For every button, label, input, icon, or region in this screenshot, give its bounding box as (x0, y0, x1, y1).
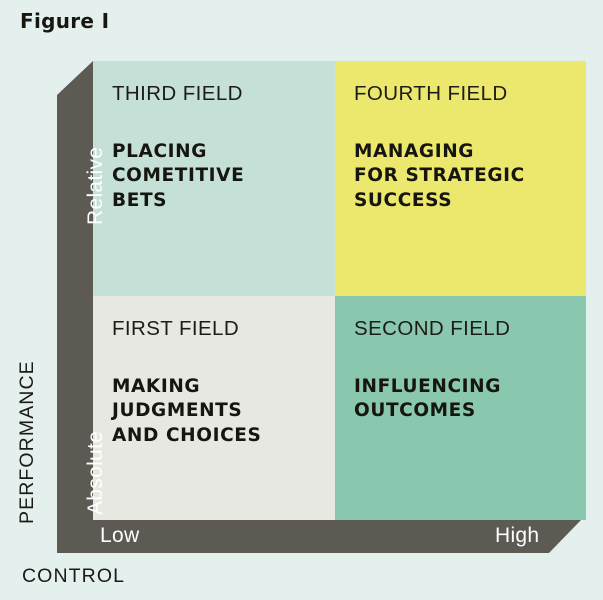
quadrant-third-field-body: PLACING COMETITIVE BETS (112, 140, 335, 214)
quadrant-fourth-field-line-1: MANAGING (354, 140, 475, 162)
quadrant-second-field-line-1: INFLUENCING (354, 375, 502, 397)
quadrant-third-field-line-2: COMETITIVE (112, 165, 245, 187)
quadrant-fourth-field-line-3: SUCCESS (354, 189, 453, 211)
y-axis-title: PERFORMANCE (16, 360, 38, 524)
figure-title: Figure I (20, 9, 110, 33)
quadrant-first-field-line-2: JUDGMENTS (112, 400, 243, 422)
quadrant-second-field-body: INFLUENCING OUTCOMES (354, 375, 586, 424)
quadrant-first-field-label: FIRST FIELD (112, 317, 240, 340)
x-axis-band-low: Low (100, 524, 140, 547)
quadrant-third-field-line-1: PLACING (112, 140, 207, 162)
y-axis-band-absolute: Absolute (84, 430, 107, 515)
quadrant-first-field-body: MAKING JUDGMENTS AND CHOICES (112, 375, 335, 449)
x-axis-title: CONTROL (22, 565, 126, 587)
quadrant-fourth-field-body: MANAGING FOR STRATEGIC SUCCESS (354, 140, 586, 214)
quadrant-matrix: THIRD FIELD PLACING COMETITIVE BETS FOUR… (93, 61, 586, 520)
quadrant-fourth-field[interactable]: FOURTH FIELD MANAGING FOR STRATEGIC SUCC… (335, 61, 586, 296)
quadrant-third-field[interactable]: THIRD FIELD PLACING COMETITIVE BETS (93, 61, 335, 296)
quadrant-second-field-label: SECOND FIELD (354, 317, 511, 340)
quadrant-first-field-line-1: MAKING (112, 375, 201, 397)
quadrant-first-field[interactable]: FIRST FIELD MAKING JUDGMENTS AND CHOICES (93, 296, 335, 520)
y-axis-band-relative: Relative (84, 146, 107, 225)
quadrant-fourth-field-line-2: FOR STRATEGIC (354, 165, 525, 187)
quadrant-second-field-line-2: OUTCOMES (354, 400, 476, 422)
quadrant-third-field-line-3: BETS (112, 189, 168, 211)
quadrant-second-field[interactable]: SECOND FIELD INFLUENCING OUTCOMES (335, 296, 586, 520)
quadrant-first-field-line-3: AND CHOICES (112, 424, 262, 446)
quadrant-fourth-field-label: FOURTH FIELD (354, 82, 508, 105)
quadrant-third-field-label: THIRD FIELD (112, 82, 243, 105)
x-axis-band-high: High (495, 524, 540, 547)
